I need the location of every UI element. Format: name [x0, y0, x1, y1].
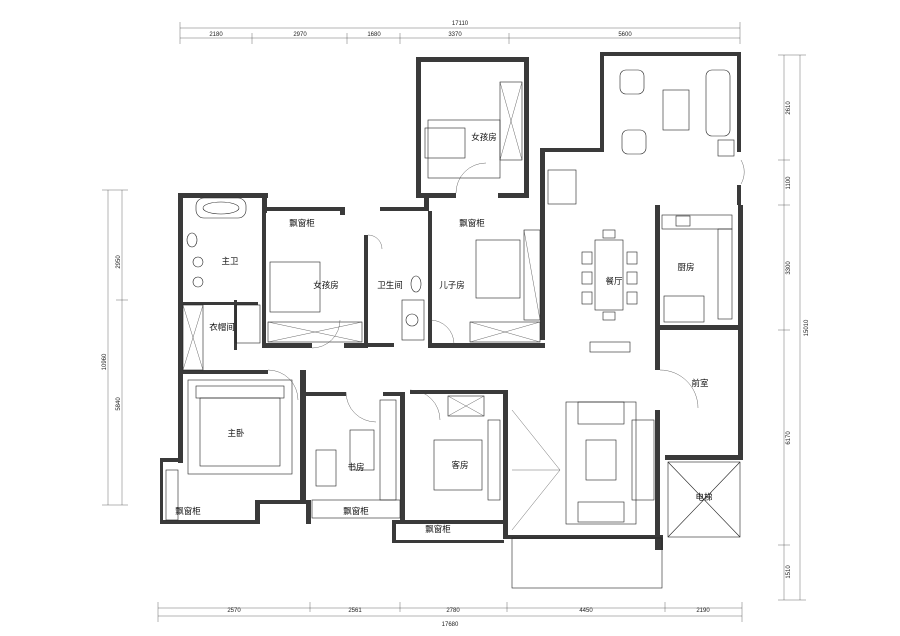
dim-bottom-total: 17680: [442, 622, 459, 628]
dim-top-total: 17110: [452, 21, 469, 27]
doors: [267, 159, 745, 423]
closet-shelves: [182, 304, 261, 371]
room-elevator: 电梯: [695, 492, 713, 503]
room-closet: 衣帽间: [209, 322, 235, 333]
room-bay-cabinet-2: 飘窗柜: [459, 218, 485, 229]
dim-bottom-1: 2570: [227, 608, 241, 614]
room-master-bath: 主卫: [221, 256, 239, 267]
room-girls-mid: 女孩房: [313, 280, 339, 291]
room-bathroom: 卫生间: [377, 280, 403, 291]
dim-right-2: 1100: [786, 176, 792, 190]
room-foyer: 前室: [691, 378, 709, 389]
room-bay-cabinet-5: 飘窗柜: [425, 524, 451, 535]
room-master-bedroom: 主卧: [227, 428, 245, 439]
dining-table: [581, 229, 638, 353]
room-bay-cabinet-3: 飘窗柜: [175, 506, 201, 517]
dim-bottom-4: 4450: [579, 608, 593, 614]
bath-fixtures: [186, 197, 425, 341]
room-girls-top: 女孩房: [471, 132, 497, 143]
dim-bottom-2: 2561: [348, 608, 362, 614]
beds: [187, 119, 521, 491]
living-room-furniture: [511, 401, 663, 589]
bay-windows: [165, 81, 541, 521]
dim-left-2: 5840: [116, 397, 122, 411]
dim-left-1: 2950: [116, 255, 122, 269]
dim-right-total: 15010: [804, 319, 810, 336]
dim-left-total: 10960: [102, 353, 108, 370]
right-dimension-lines: [778, 54, 806, 601]
dim-top-5: 5600: [618, 32, 632, 38]
room-study: 书房: [347, 462, 364, 473]
dim-bottom-3: 2780: [446, 608, 460, 614]
left-dimension-lines: [102, 189, 128, 506]
dim-right-4: 6170: [786, 431, 792, 445]
terrace-furniture: [547, 69, 735, 205]
dim-right-5: 1510: [786, 565, 792, 579]
dim-top-3: 1680: [367, 32, 381, 38]
room-bay-cabinet-1: 飘窗柜: [289, 218, 315, 229]
room-dining: 餐厅: [605, 277, 623, 287]
walls: [160, 52, 743, 550]
study-furniture: [311, 429, 401, 519]
room-bay-cabinet-4: 飘窗柜: [343, 506, 369, 517]
dim-bottom-5: 2190: [696, 608, 710, 614]
room-guest: 客房: [451, 460, 468, 471]
room-kitchen: 厨房: [677, 262, 694, 273]
dim-top-1: 2180: [209, 32, 223, 38]
bottom-dimension-lines: [157, 602, 743, 622]
elevator-shaft: [667, 461, 741, 538]
dim-right-1: 2610: [786, 101, 792, 115]
dim-right-3: 3300: [786, 261, 792, 275]
dim-top-2: 2970: [293, 32, 307, 38]
kitchen-counters: [661, 214, 733, 323]
room-sons: 儿子房: [439, 280, 465, 291]
top-dimension-lines: [179, 22, 741, 44]
dim-top-4: 3370: [448, 32, 462, 38]
